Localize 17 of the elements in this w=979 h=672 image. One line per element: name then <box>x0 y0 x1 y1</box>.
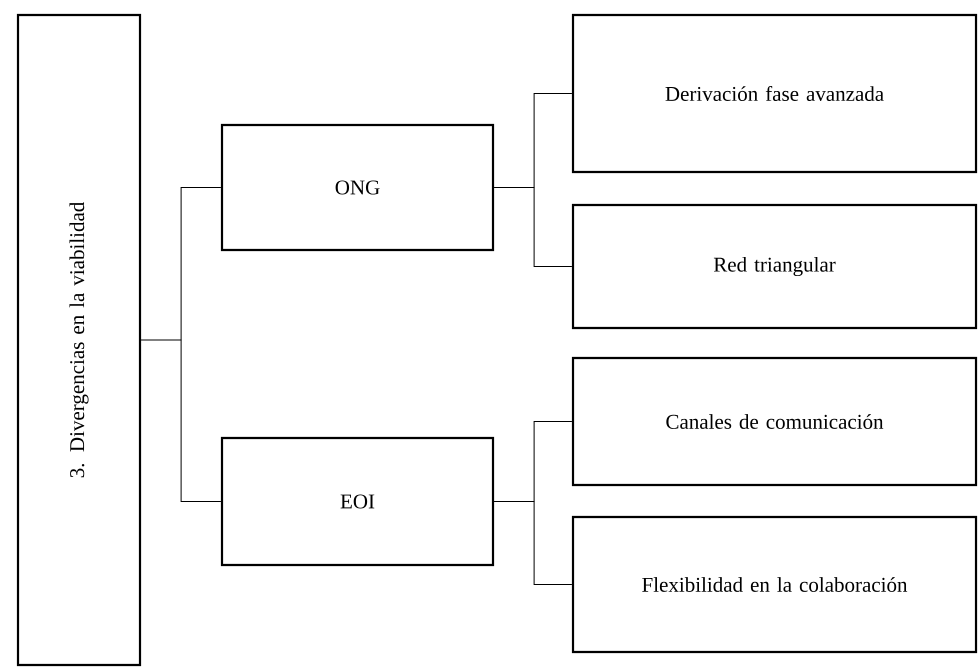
box-label: Canales de comunicación <box>666 414 884 429</box>
connector <box>140 340 222 502</box>
box-label: ONG <box>336 180 380 195</box>
connector <box>494 187 572 267</box>
item-box <box>572 204 978 330</box>
category-box <box>220 436 494 566</box>
connector <box>494 501 572 585</box>
title-box <box>16 14 142 666</box>
item-box <box>572 356 978 486</box>
item-box <box>572 516 978 654</box>
box-label: Derivación fase avanzada <box>666 86 884 101</box>
category-box <box>220 124 494 252</box>
item-box <box>572 14 978 174</box>
box-label: Red triangular <box>714 256 836 276</box>
box-label: EOI <box>340 494 374 509</box>
box-label: 3. Divergencias en la viabilidad <box>69 202 89 478</box>
box-label: Flexibilidad en la colaboración <box>642 577 908 592</box>
